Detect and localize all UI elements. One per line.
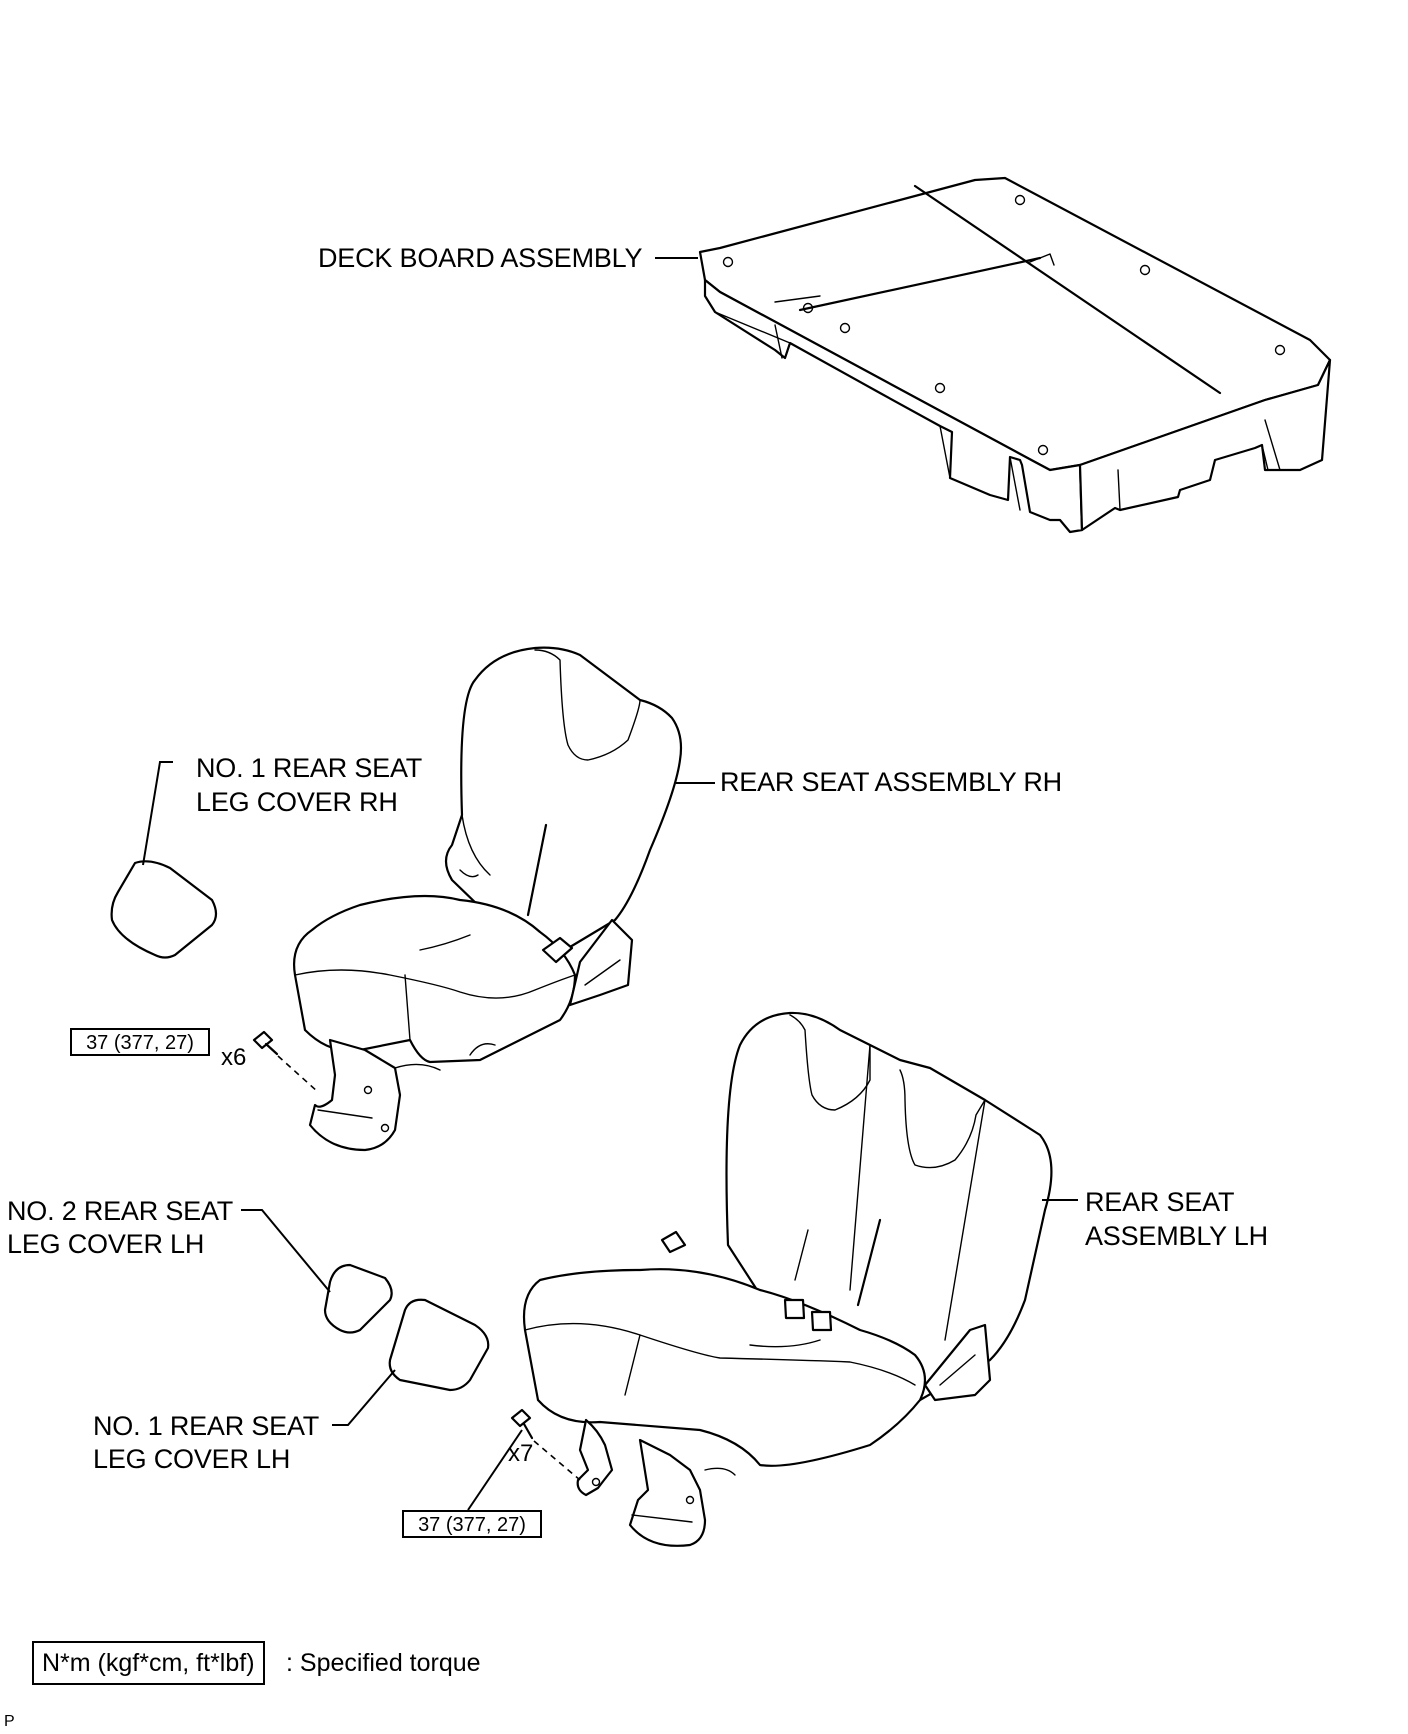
leg-cover-rh-leader <box>142 761 173 866</box>
no2-leg-cover-lh-label-line1: NO. 2 REAR SEAT <box>7 1196 234 1226</box>
leg-cover-rh-illustration <box>110 860 218 959</box>
deck-board-illustration <box>698 176 1332 534</box>
no2-leg-cover-lh-leader <box>241 1209 331 1293</box>
lh-bolt-quantity: x7 <box>508 1440 534 1467</box>
leg-cover-rh-label-line1: NO. 1 REAR SEAT <box>196 753 423 783</box>
corner-mark: P <box>4 1713 15 1730</box>
no1-leg-cover-lh-label-line1: NO. 1 REAR SEAT <box>93 1411 320 1441</box>
no1-leg-cover-lh-leader <box>332 1369 396 1426</box>
lh-bolt-illustration <box>510 1408 534 1440</box>
rear-seat-rh-label: REAR SEAT ASSEMBLY RH <box>720 767 1062 797</box>
no2-leg-cover-lh-label-line2: LEG COVER LH <box>7 1229 205 1259</box>
deck-board-label: DECK BOARD ASSEMBLY <box>318 243 643 273</box>
rh-bolt-quantity: x6 <box>221 1044 247 1071</box>
rear-seat-lh-label-line2: ASSEMBLY LH <box>1085 1221 1268 1251</box>
rh-bolt-guide <box>277 1055 319 1093</box>
rear-seat-lh-label-line1: REAR SEAT <box>1085 1187 1235 1217</box>
rear-seat-rh-illustration <box>293 646 683 1152</box>
torque-legend-box: N*m (kgf*cm, ft*lbf) <box>32 1641 265 1685</box>
lh-bolt-guide <box>533 1440 581 1481</box>
lh-torque-leader <box>467 1429 523 1511</box>
rh-bolt-illustration <box>252 1030 279 1056</box>
no1-leg-cover-lh-illustration <box>388 1298 490 1392</box>
leg-cover-rh-label-line2: LEG COVER RH <box>196 787 398 817</box>
no2-leg-cover-lh-illustration <box>323 1263 393 1334</box>
no1-leg-cover-lh-label-line2: LEG COVER LH <box>93 1444 291 1474</box>
torque-legend-description: : Specified torque <box>286 1649 481 1677</box>
lh-torque-spec: 37 (377, 27) <box>402 1510 542 1538</box>
rh-torque-spec: 37 (377, 27) <box>70 1028 210 1056</box>
rear-seat-lh-illustration <box>522 1011 1053 1547</box>
